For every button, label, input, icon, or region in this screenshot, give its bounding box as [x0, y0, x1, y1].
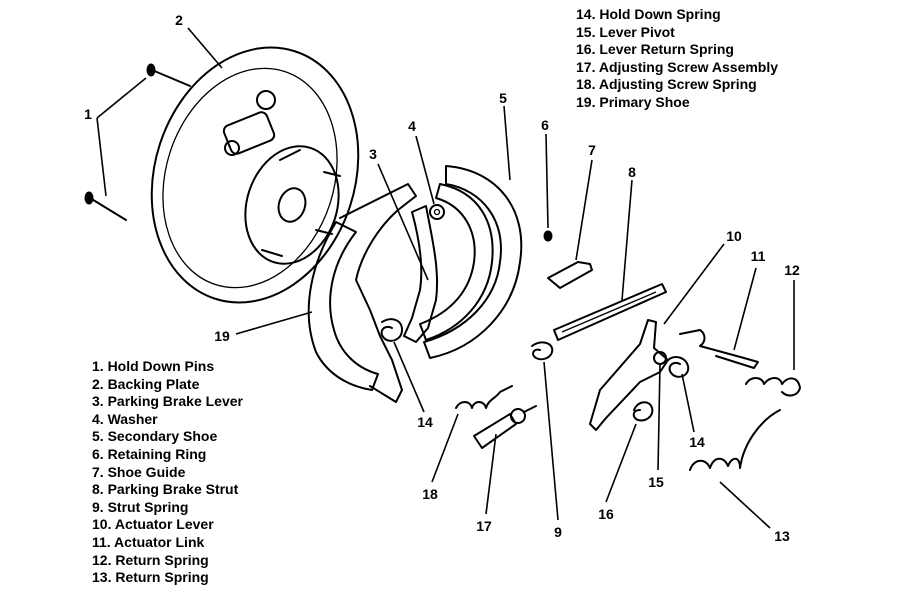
strut-spring	[531, 341, 554, 361]
legend-item: 14. Hold Down Spring	[576, 6, 721, 22]
callout-3: 3	[369, 146, 377, 162]
callout-10: 10	[726, 228, 742, 244]
actuator-lever	[589, 319, 669, 431]
callout-19: 19	[214, 328, 230, 344]
adjusting-screw-assembly	[473, 405, 537, 449]
return-spring-13	[689, 409, 781, 471]
retaining-ring	[543, 230, 553, 242]
shoe-guide	[547, 261, 593, 289]
hold-down-pins	[84, 63, 191, 221]
legend-item: 9. Strut Spring	[92, 498, 189, 515]
callout-6: 6	[541, 117, 549, 133]
parking-brake-lever	[403, 205, 439, 343]
legend-right: 14. Hold Down Spring 15. Lever Pivot 16.…	[576, 6, 778, 112]
legend-item: 8. Parking Brake Strut	[92, 481, 239, 498]
callout-4: 4	[408, 118, 416, 134]
legend-item: 6. Retaining Ring	[92, 445, 207, 462]
leader-lines	[96, 27, 795, 529]
secondary-shoe	[419, 165, 523, 359]
legend-left: 1. Hold Down Pins 2. Backing Plate 3. Pa…	[92, 358, 243, 587]
legend-item: 1. Hold Down Pins	[92, 358, 215, 374]
legend-item: 12. Return Spring	[92, 551, 209, 568]
callout-16: 16	[598, 506, 614, 522]
legend-item: 7. Shoe Guide	[92, 463, 186, 480]
backing-plate	[150, 46, 360, 304]
parking-brake-strut	[553, 283, 667, 341]
legend-item: 5. Secondary Shoe	[92, 428, 218, 445]
return-spring-12	[745, 377, 801, 397]
legend-item: 16. Lever Return Spring	[576, 41, 734, 58]
legend-item: 17. Adjusting Screw Assembly	[576, 58, 779, 75]
legend-item: 13. Return Spring	[92, 569, 209, 586]
callout-15: 15	[648, 474, 664, 490]
callout-8: 8	[628, 164, 636, 180]
adjusting-screw-spring	[455, 385, 513, 409]
callout-1: 1	[84, 106, 92, 122]
legend-item: 18. Adjusting Screw Spring	[576, 76, 757, 93]
callout-9: 9	[554, 524, 562, 540]
callout-5: 5	[499, 90, 507, 106]
legend-item: 19. Primary Shoe	[576, 93, 690, 110]
washer	[429, 204, 445, 220]
callout-13: 13	[774, 528, 790, 544]
callout-18: 18	[422, 486, 438, 502]
callout-14-left: 14	[417, 414, 433, 430]
callout-17: 17	[476, 518, 492, 534]
callout-14-right: 14	[689, 434, 705, 450]
callout-11: 11	[750, 248, 766, 264]
legend-item: 10. Actuator Lever	[92, 516, 214, 533]
legend-item: 11. Actuator Link	[92, 533, 205, 550]
legend-item: 3. Parking Brake Lever	[92, 393, 243, 410]
legend-item: 4. Washer	[92, 410, 158, 427]
legend-item: 15. Lever Pivot	[576, 23, 675, 40]
callout-7: 7	[588, 142, 596, 158]
actuator-link	[679, 329, 759, 369]
legend-item: 2. Backing Plate	[92, 375, 200, 392]
lever-return-spring	[632, 401, 654, 422]
callout-2: 2	[175, 12, 183, 28]
callout-12: 12	[784, 262, 800, 278]
